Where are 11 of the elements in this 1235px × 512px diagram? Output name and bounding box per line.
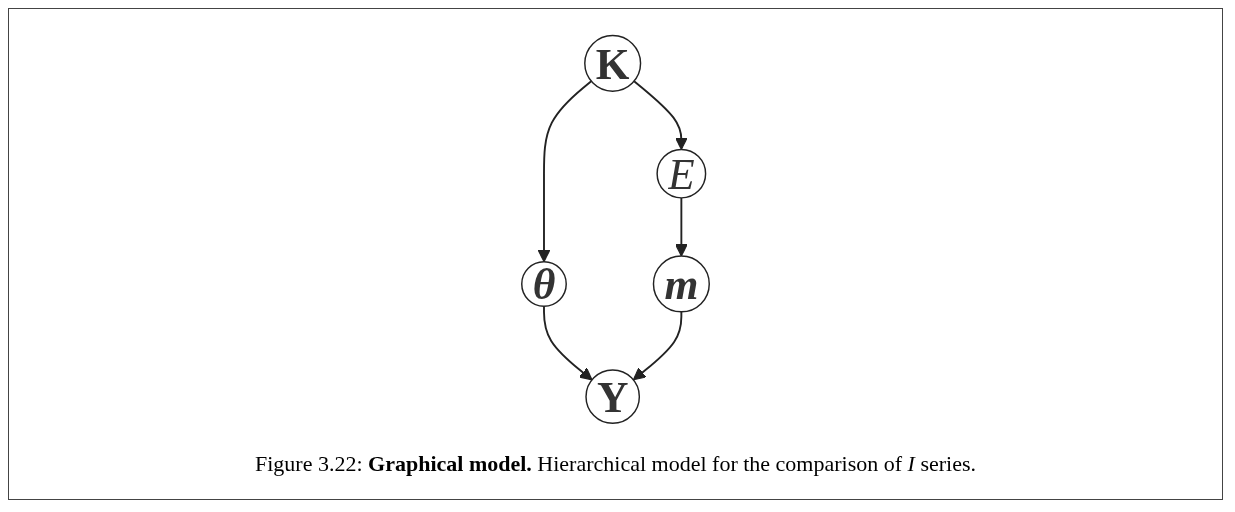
figure-caption: Figure 3.22: Graphical model. Hierarchical model for the comparison of I series. bbox=[254, 450, 977, 478]
arrow bbox=[537, 80, 593, 263]
arrow bbox=[543, 305, 593, 381]
arrow bbox=[633, 80, 688, 150]
node-circle: θ bbox=[521, 260, 567, 307]
arrow bbox=[632, 310, 683, 381]
arrow bbox=[674, 196, 688, 257]
node-circle: K bbox=[584, 34, 642, 92]
node-circle: E bbox=[656, 148, 707, 199]
node-circle: m bbox=[652, 255, 710, 313]
node-circle: Y bbox=[585, 369, 641, 425]
